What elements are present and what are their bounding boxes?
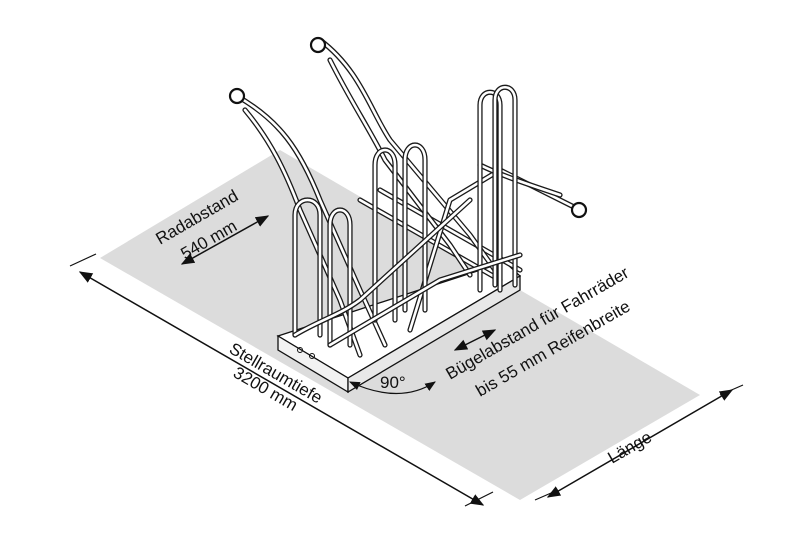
- buegelabstand-dimension-line: [453, 329, 497, 351]
- stellraumtiefe-dimension-line: [78, 271, 485, 506]
- laenge-dimension-line: [546, 389, 734, 498]
- angle-label: 90°: [380, 373, 406, 392]
- right-angle-arc: [349, 381, 436, 395]
- radabstand-dimension-line: [180, 215, 270, 265]
